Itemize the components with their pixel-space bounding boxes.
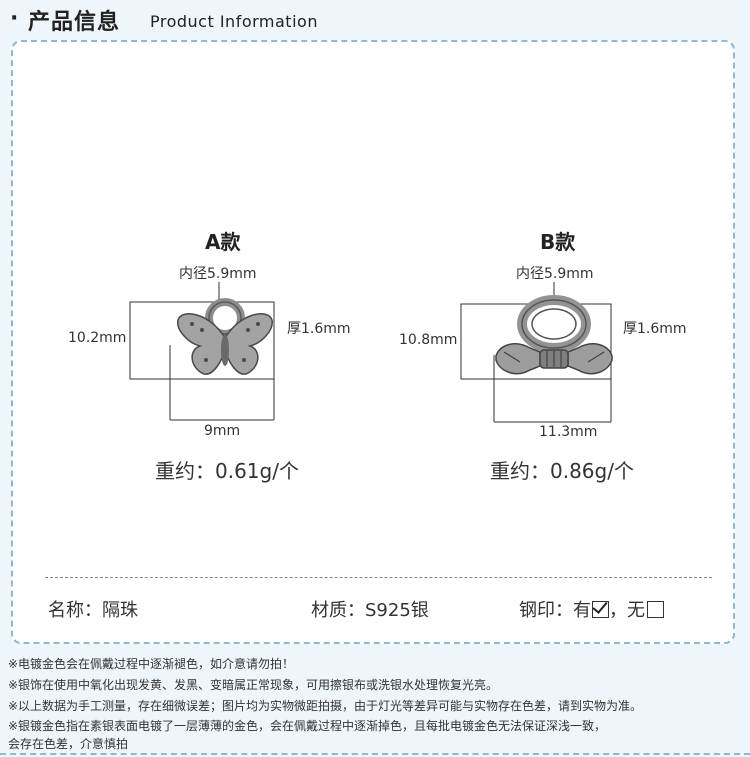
checked-box-icon <box>592 598 609 618</box>
bottom-border <box>0 753 750 755</box>
page-subtitle: Product Information <box>150 12 318 31</box>
spec-stamp: 钢印：有 ，无 <box>519 596 664 622</box>
product-a-inner-diameter: 内径5.9mm <box>179 266 257 282</box>
product-info-card <box>11 40 735 644</box>
product-b-vajra-bead-image <box>495 295 613 375</box>
spec-material: 材质：S925银 <box>311 600 429 621</box>
product-a-thickness: 厚1.6mm <box>287 321 351 337</box>
product-b-inner-diameter: 内径5.9mm <box>516 266 594 282</box>
product-a-label: A款 <box>205 230 241 254</box>
spec-stamp-label: 钢印：有 <box>519 600 591 621</box>
product-b-weight: 重约：0.86g/个 <box>490 459 634 483</box>
product-a-height: 10.2mm <box>68 330 127 346</box>
note-5: 会存在色差，介意慎拍 <box>8 737 129 751</box>
product-a-butterfly-bead-image <box>177 298 273 375</box>
spec-name: 名称：隔珠 <box>48 600 138 621</box>
spec-stamp-sep: ，无 <box>609 600 645 621</box>
note-1: ※电镀金色会在佩戴过程中逐渐褪色，如介意请勿拍！ <box>8 657 295 671</box>
product-b-height: 10.8mm <box>399 332 458 348</box>
note-3: ※以上数据为手工测量，存在细微误差；图片均为实物微距拍摄，由于灯光等差异可能与实… <box>8 699 643 713</box>
unchecked-box-icon <box>647 601 664 618</box>
title-bullet: · <box>10 6 19 31</box>
product-b-width: 11.3mm <box>539 424 598 440</box>
note-4: ※银镀金色指在素银表面电镀了一层薄薄的金色，会在佩戴过程中逐渐掉色，且每批电镀金… <box>8 719 607 733</box>
page-title: 产品信息 <box>28 10 121 35</box>
product-a-weight: 重约：0.61g/个 <box>155 459 299 483</box>
product-b-label: B款 <box>540 230 576 254</box>
divider <box>45 577 712 578</box>
note-2: ※银饰在使用中氧化出现发黄、发黑、变暗属正常现象，可用擦银布或洗银水处理恢复光亮… <box>8 678 499 692</box>
product-b-thickness: 厚1.6mm <box>623 321 687 337</box>
product-a-width: 9mm <box>204 423 241 439</box>
